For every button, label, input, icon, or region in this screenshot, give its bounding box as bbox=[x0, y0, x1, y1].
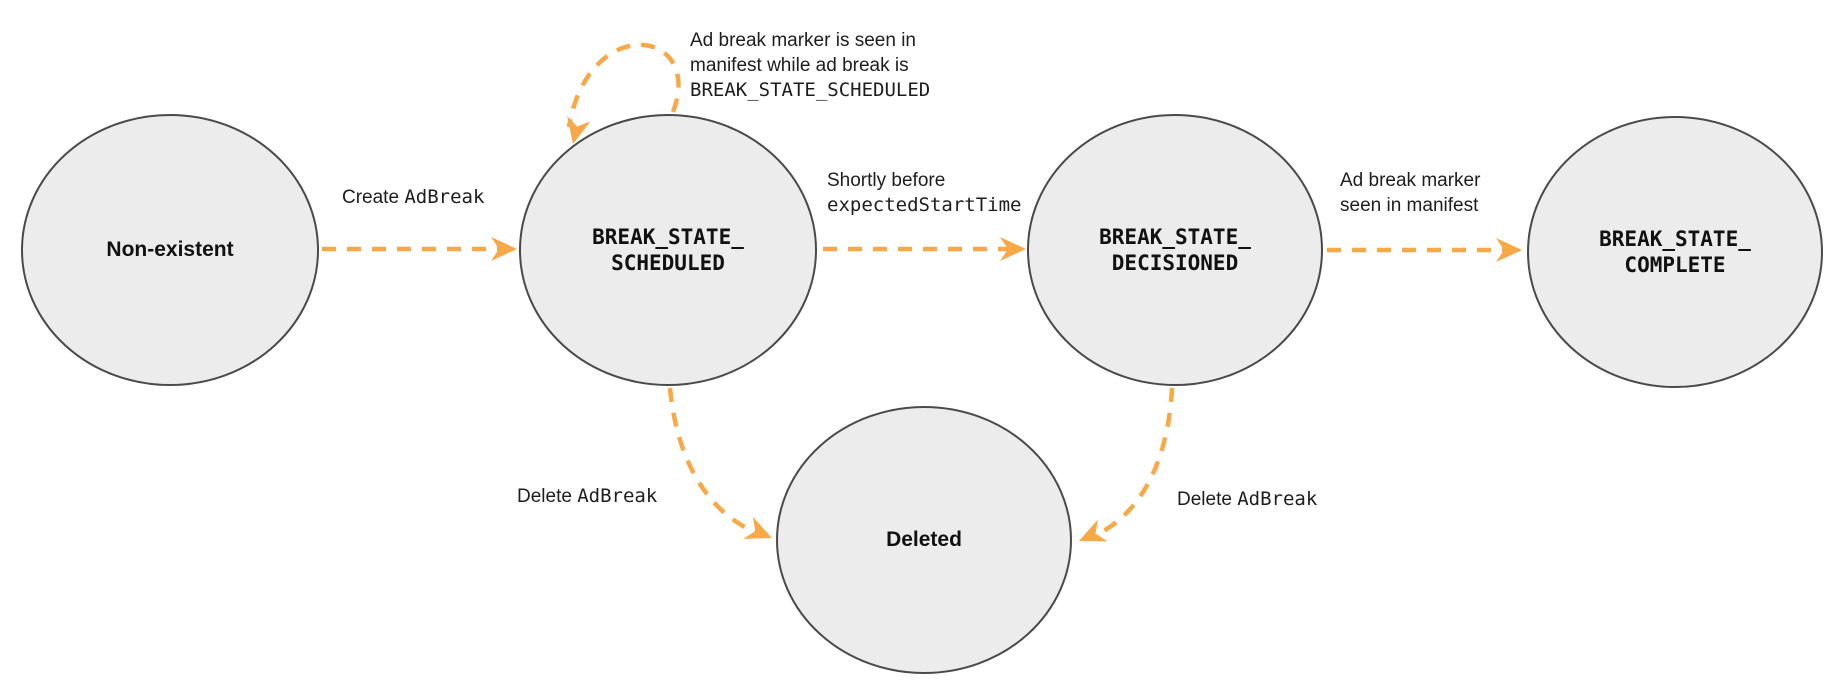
marker-seen-line2: seen in manifest bbox=[1340, 195, 1479, 216]
create-adbreak-code: AdBreak bbox=[404, 186, 485, 208]
arrowhead-create-adbreak bbox=[491, 237, 517, 261]
state-node-break-state-complete bbox=[1527, 116, 1823, 388]
state-label-break-state-scheduled: BREAK_STATE_ SCHEDULED bbox=[508, 224, 828, 276]
shortly-before-code: expectedStartTime bbox=[827, 194, 1022, 216]
arrowhead-shortly-before bbox=[1000, 237, 1026, 261]
transition-label-self-loop: Ad break marker is seen in manifest whil… bbox=[690, 28, 930, 103]
create-adbreak-text: Create bbox=[342, 187, 405, 208]
transition-label-create-adbreak: Create AdBreak bbox=[342, 185, 484, 210]
state-label-decisioned-line1: BREAK_STATE_ bbox=[1099, 225, 1251, 249]
state-label-non-existent: Non-existent bbox=[106, 238, 234, 261]
state-label-decisioned-line2: DECISIONED bbox=[1111, 251, 1239, 275]
state-label-break-state-complete: BREAK_STATE_ COMPLETE bbox=[1515, 226, 1835, 278]
self-loop-line1: Ad break marker is seen in bbox=[690, 30, 916, 51]
arrowhead-self-loop bbox=[567, 115, 591, 144]
transition-label-shortly-before: Shortly before expectedStartTime bbox=[827, 168, 1021, 218]
state-label-scheduled-line1: BREAK_STATE_ bbox=[592, 225, 744, 249]
transition-label-marker-seen: Ad break marker seen in manifest bbox=[1340, 168, 1480, 218]
transition-path-self-loop bbox=[566, 42, 681, 128]
state-node-deleted bbox=[776, 406, 1072, 674]
self-loop-line2: manifest while ad break is bbox=[690, 55, 909, 76]
arrowhead-delete-from-decisioned bbox=[1079, 519, 1108, 542]
state-node-non-existent bbox=[21, 114, 319, 386]
state-label-deleted: Deleted bbox=[886, 528, 962, 551]
transition-path-delete-from-decisioned bbox=[1093, 387, 1175, 539]
state-label-complete-line2: COMPLETE bbox=[1624, 253, 1726, 277]
arrowhead-marker-seen bbox=[1496, 238, 1522, 262]
transition-label-delete-from-decisioned: Delete AdBreak bbox=[1177, 487, 1317, 512]
delete-scheduled-text: Delete bbox=[517, 486, 578, 507]
shortly-before-text: Shortly before bbox=[827, 170, 946, 191]
state-node-break-state-scheduled bbox=[519, 114, 817, 386]
state-label-scheduled-line2: SCHEDULED bbox=[611, 251, 725, 275]
state-label-complete-line1: BREAK_STATE_ bbox=[1599, 227, 1751, 251]
delete-scheduled-code: AdBreak bbox=[577, 485, 658, 507]
marker-seen-line1: Ad break marker bbox=[1340, 170, 1481, 191]
transition-label-delete-from-scheduled: Delete AdBreak bbox=[517, 484, 657, 509]
state-label-break-state-decisioned: BREAK_STATE_ DECISIONED bbox=[1015, 224, 1335, 276]
arrowhead-delete-from-scheduled bbox=[743, 516, 772, 539]
self-loop-code: BREAK_STATE_SCHEDULED bbox=[690, 79, 931, 101]
delete-decisioned-text: Delete bbox=[1177, 489, 1238, 510]
delete-decisioned-code: AdBreak bbox=[1237, 488, 1318, 510]
state-node-break-state-decisioned bbox=[1027, 114, 1323, 386]
transition-path-delete-from-scheduled bbox=[667, 387, 758, 536]
